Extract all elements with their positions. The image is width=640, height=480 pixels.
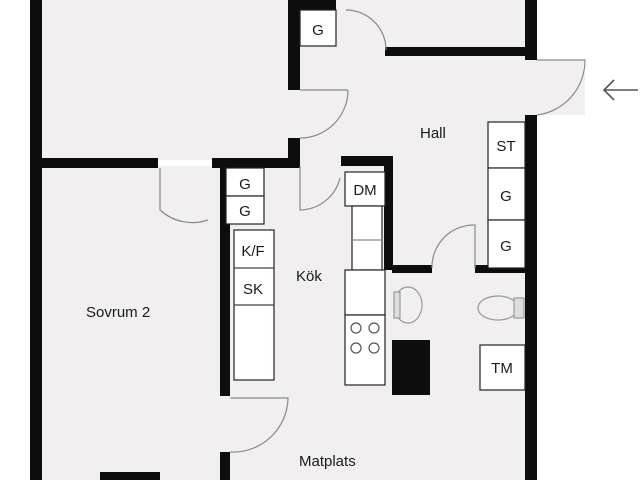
label-g-hall-1: G [500, 188, 512, 205]
wall-sovrum-east [220, 166, 230, 396]
wall-center-upper [288, 0, 300, 90]
window-sill [100, 472, 160, 480]
wall-east-lower [525, 115, 537, 480]
door-swing-bedroom1 [299, 89, 349, 139]
toilet-tank [513, 297, 525, 319]
label-kf: K/F [241, 243, 264, 260]
stove-burner-4 [368, 342, 380, 354]
label-g-hall-2: G [500, 238, 512, 255]
closet-g-hall-2 [487, 219, 526, 269]
door-swing-entrance [536, 59, 586, 116]
wall-kitchen-east [384, 156, 393, 270]
walls [30, 0, 537, 480]
wall-sovrum-top-a [40, 158, 158, 168]
label-sk: SK [243, 281, 263, 298]
door-swings [159, 9, 586, 453]
arrow-left-icon [602, 79, 638, 101]
counter-mid [344, 269, 386, 316]
entry-landing [525, 60, 585, 115]
wall-top-cap [288, 0, 336, 10]
wall-bath-top [475, 265, 525, 273]
fixtures [225, 9, 526, 391]
sink-back [393, 291, 401, 319]
label-matplats: Matplats [299, 453, 356, 470]
closet-g-hall-1 [487, 167, 526, 221]
stove-burner-1 [350, 322, 362, 334]
kitchen-counter-upper [351, 205, 383, 271]
dishwasher [344, 171, 386, 207]
stove-burner-3 [350, 342, 362, 354]
label-dm: DM [353, 182, 376, 199]
label-g-corr-1: G [239, 176, 251, 193]
closet-g-corr-1 [225, 167, 265, 197]
wall-east-upper [525, 0, 537, 60]
label-tm: TM [491, 360, 513, 377]
label-st: ST [496, 138, 515, 155]
door-swing-top [345, 9, 387, 51]
label-kok: Kök [296, 268, 322, 285]
closet-g-top [299, 9, 337, 47]
door-swing-bath [431, 224, 476, 269]
wall-sovrum-east-low [220, 452, 230, 480]
shaft [392, 340, 430, 395]
door-swing-sovrum2 [159, 168, 209, 224]
label-hall: Hall [420, 125, 446, 142]
door-swing-matplats [229, 397, 289, 453]
wall-west [30, 0, 42, 480]
closet-g-corr-2 [225, 195, 265, 225]
room-sovrum-2 [40, 166, 222, 480]
wall-bath-top-left [392, 265, 432, 273]
room-top-left [40, 0, 295, 160]
label-sovrum-2: Sovrum 2 [86, 304, 150, 321]
wall-sovrum-top-b [212, 158, 300, 168]
label-g-top: G [312, 22, 324, 39]
washer-tm [479, 344, 526, 391]
wall-top-right-room [385, 47, 525, 56]
wall-kitchen-top [341, 156, 391, 166]
label-g-corr-2: G [239, 203, 251, 220]
stove-burner-2 [368, 322, 380, 334]
closet-st [487, 121, 526, 169]
door-swing-kok [299, 166, 341, 211]
